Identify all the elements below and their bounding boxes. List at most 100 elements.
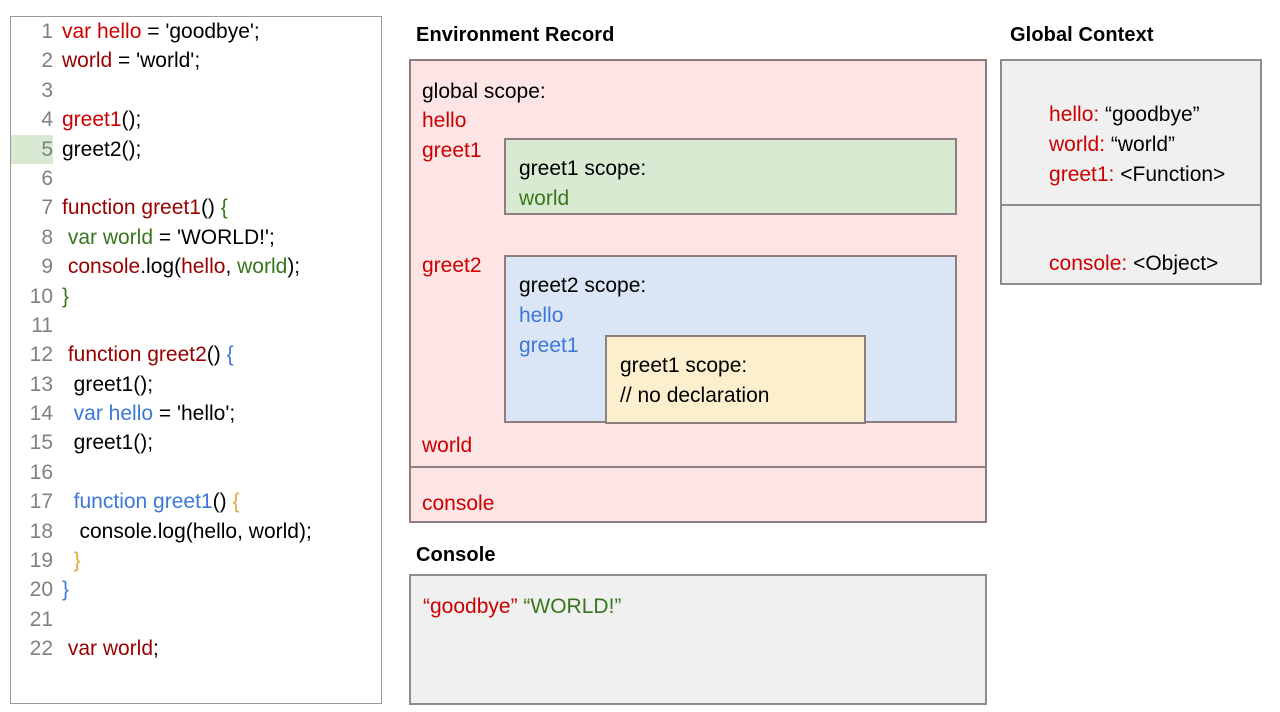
code-token: var world	[62, 225, 154, 249]
code-line-text: var world;	[53, 634, 159, 663]
global-context-row-greet1: greet1: <Function>	[1014, 143, 1225, 206]
code-token: = 'WORLD!';	[153, 225, 275, 249]
global-context-objects-region: console: <Object>	[1002, 206, 1260, 283]
greet2-scope-entry-hello: hello	[519, 304, 564, 327]
code-token: var world	[62, 637, 154, 661]
code-line[interactable]: 16	[11, 458, 381, 487]
code-token: );	[287, 255, 301, 279]
code-line[interactable]: 13 greet1();	[11, 370, 381, 399]
global-context-row-console: console: <Object>	[1014, 232, 1218, 295]
code-line[interactable]: 21	[11, 605, 381, 634]
code-line[interactable]: 22 var world;	[11, 634, 381, 663]
code-line-text: var hello = 'hello';	[53, 399, 236, 428]
code-line-number: 18	[29, 519, 53, 543]
code-line-number: 17	[29, 490, 53, 514]
code-line[interactable]: 11	[11, 311, 381, 340]
code-line[interactable]: 10}	[11, 282, 381, 311]
code-line-number: 6	[41, 166, 53, 190]
code-token: = 'goodbye';	[141, 20, 260, 43]
global-context-variables-region: hello: “goodbye” world: “world” greet1: …	[1002, 61, 1260, 206]
code-token: function greet1	[62, 196, 201, 220]
code-line[interactable]: 6	[11, 164, 381, 193]
code-token: greet1	[62, 108, 122, 132]
code-line-number: 14	[29, 402, 53, 426]
greet2-scope-entry-greet1: greet1	[519, 334, 579, 357]
code-line-number: 3	[41, 78, 53, 102]
code-token: var hello	[62, 402, 154, 426]
code-line-number: 20	[29, 578, 53, 602]
code-line-number: 12	[29, 343, 53, 367]
code-line[interactable]: 5 greet2();	[11, 134, 381, 164]
greet2-scope-title: greet2 scope:	[519, 274, 647, 297]
code-line[interactable]: 12 function greet2() {	[11, 340, 381, 369]
code-line-number: 15	[29, 431, 53, 455]
code-line-text: var hello = 'goodbye';	[53, 17, 260, 46]
code-line-number: 16	[29, 460, 53, 484]
global-context-value-greet1: <Function>	[1114, 163, 1226, 186]
greet1-scope-box: greet1 scope: world	[504, 138, 957, 215]
greet2-scope-box: greet2 scope: hello greet1 greet1 scope:…	[504, 255, 957, 424]
code-line-text: function greet1() {	[53, 487, 240, 516]
global-context-key-console: console:	[1049, 252, 1128, 275]
code-token: hello	[181, 255, 226, 279]
code-line-text: console.log(hello, world);	[53, 517, 312, 546]
environment-record-panel: global scope: hello greet1 greet2 world …	[409, 59, 987, 523]
code-line-number: 22	[29, 637, 53, 661]
code-line[interactable]: 17 function greet1() {	[11, 487, 381, 516]
code-line-number: 2	[41, 49, 53, 73]
code-line[interactable]: 14 var hello = 'hello';	[11, 399, 381, 428]
code-token: ()	[206, 343, 227, 367]
code-line-number: 1	[41, 20, 53, 43]
console-output-segment: “WORLD!”	[523, 595, 622, 618]
code-line-text: greet1();	[53, 105, 141, 134]
env-binding-hello: hello	[422, 109, 467, 132]
global-context-key-greet1: greet1:	[1049, 163, 1115, 186]
code-line-number: 5	[11, 134, 53, 164]
console-heading: Console	[416, 544, 496, 566]
console-panel[interactable]: “goodbye” “WORLD!”	[409, 574, 987, 705]
code-token: greet1();	[62, 431, 154, 455]
code-line[interactable]: 9 console.log(hello, world);	[11, 252, 381, 281]
code-line-text: function greet2() {	[53, 340, 234, 369]
code-line[interactable]: 19 }	[11, 546, 381, 575]
global-scope-label: global scope:	[422, 80, 546, 103]
code-token: var hello	[62, 20, 142, 43]
global-context-panel: hello: “goodbye” world: “world” greet1: …	[1000, 59, 1262, 285]
code-line[interactable]: 20}	[11, 575, 381, 604]
code-line-text: greet1();	[53, 428, 153, 457]
global-context-value-console: <Object>	[1127, 252, 1219, 275]
code-line-text: world = 'world';	[53, 46, 200, 75]
code-token: {	[226, 343, 234, 367]
code-line[interactable]: 18 console.log(hello, world);	[11, 517, 381, 546]
code-line-number: 11	[31, 313, 53, 337]
code-token: ;	[153, 637, 159, 661]
env-binding-greet2: greet2	[422, 254, 482, 277]
code-token: world	[237, 255, 288, 279]
code-line-text: function greet1() {	[53, 193, 228, 222]
greet1-inner-scope-box: greet1 scope: // no declaration	[605, 335, 866, 424]
greet1-scope-entry-world: world	[519, 187, 570, 210]
code-line[interactable]: 8 var world = 'WORLD!';	[11, 223, 381, 252]
code-line-number: 8	[41, 225, 53, 249]
environment-record-heading: Environment Record	[416, 24, 615, 46]
global-context-row-hello: hello: “goodbye”	[1014, 83, 1200, 146]
code-token: greet2();	[62, 137, 142, 161]
code-token: {	[220, 196, 228, 220]
global-context-key-world: world:	[1049, 133, 1106, 156]
code-line[interactable]: 3	[11, 76, 381, 105]
code-line-text: greet1();	[53, 370, 153, 399]
code-token: greet1();	[62, 372, 154, 396]
code-line-text: }	[53, 282, 69, 311]
code-line[interactable]: 15 greet1();	[11, 428, 381, 457]
code-line-number: 13	[29, 372, 53, 396]
code-line-number: 21	[29, 607, 53, 631]
code-token: console.log(hello, world);	[62, 519, 312, 543]
console-output-line: “goodbye” “WORLD!”	[423, 596, 621, 617]
greet1-inner-scope-title: greet1 scope:	[620, 354, 748, 377]
